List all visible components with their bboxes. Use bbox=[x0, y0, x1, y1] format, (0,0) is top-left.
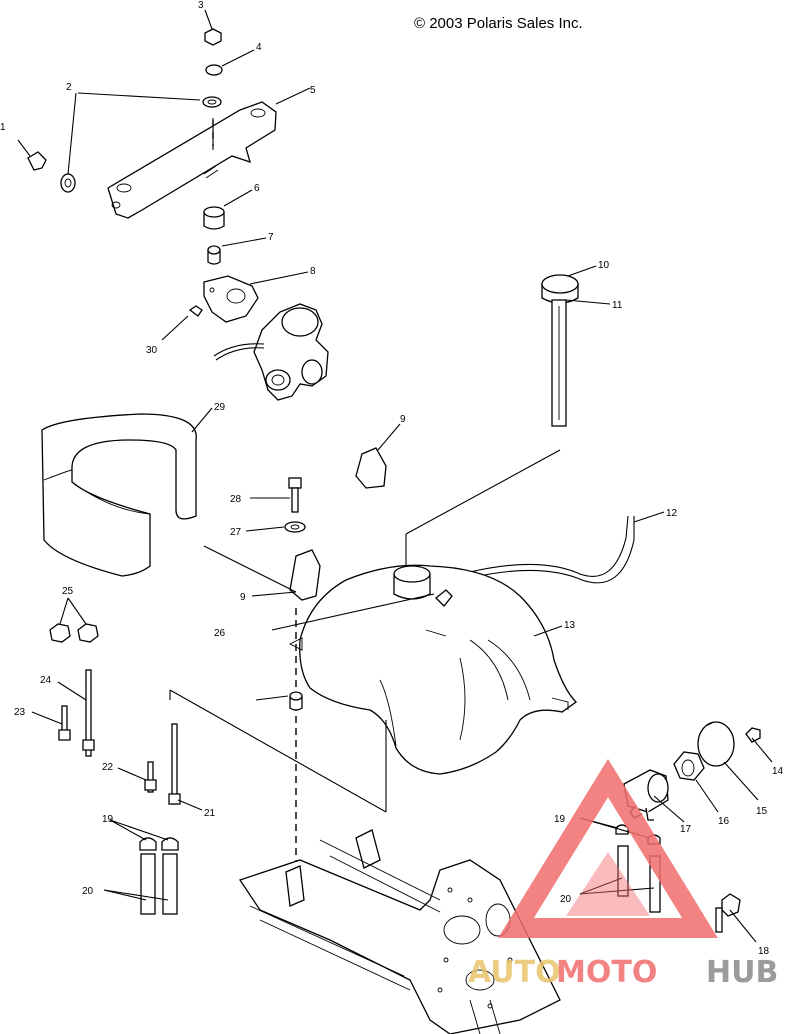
callout-5: 5 bbox=[310, 85, 316, 96]
part-5-bracket bbox=[107, 87, 311, 219]
callout-19-right: 19 bbox=[554, 814, 566, 825]
callout-21: 21 bbox=[204, 808, 216, 819]
copyright-text: © 2003 Polaris Sales Inc. bbox=[414, 15, 583, 32]
callout-13: 13 bbox=[564, 620, 576, 631]
grommet bbox=[255, 691, 303, 711]
watermark-hub-text: HUB bbox=[706, 955, 778, 990]
part-17-fuel-pump bbox=[623, 769, 685, 823]
callout-28: 28 bbox=[230, 494, 242, 505]
frame bbox=[238, 829, 561, 1034]
callout-26: 26 bbox=[214, 628, 226, 639]
callout-12: 12 bbox=[666, 508, 678, 519]
part-28-bolt bbox=[250, 477, 302, 513]
part-29-foam-seal bbox=[41, 407, 213, 577]
part-13-fuel-tank bbox=[271, 564, 578, 775]
part-9-bracket-lower bbox=[251, 549, 321, 601]
watermark-triangle-inner bbox=[566, 852, 650, 916]
part-4-lockwasher bbox=[205, 49, 255, 76]
callout-29: 29 bbox=[214, 402, 226, 413]
part-14-screw bbox=[745, 727, 773, 763]
callout-10: 10 bbox=[598, 260, 610, 271]
callout-8: 8 bbox=[310, 266, 316, 277]
callout-20-right: 20 bbox=[560, 894, 572, 905]
part-19-caps-left bbox=[109, 819, 179, 851]
callout-27: 27 bbox=[230, 527, 242, 538]
part-22-stud bbox=[117, 761, 157, 793]
callout-labels: 1 2 3 4 5 6 7 8 9 10 11 12 13 14 15 16 1… bbox=[0, 0, 784, 957]
callout-15: 15 bbox=[756, 806, 768, 817]
part-6-mount bbox=[203, 189, 253, 230]
callout-19-left: 19 bbox=[102, 814, 114, 825]
callout-1: 1 bbox=[0, 122, 6, 133]
part-23-stud bbox=[31, 705, 71, 741]
callout-24: 24 bbox=[40, 675, 52, 686]
part-24-long-stud bbox=[57, 669, 95, 757]
part-1-bolt bbox=[17, 139, 47, 171]
callout-17: 17 bbox=[680, 824, 692, 835]
callout-4: 4 bbox=[256, 42, 262, 53]
part-3-nut bbox=[204, 9, 222, 46]
part-18-clamp bbox=[715, 893, 757, 943]
callout-9-lower: 9 bbox=[240, 592, 246, 603]
callout-22: 22 bbox=[102, 762, 114, 773]
callout-20-left: 20 bbox=[82, 886, 94, 897]
callout-25: 25 bbox=[62, 586, 74, 597]
automotohub-watermark: AUTO MOTO HUB bbox=[468, 758, 778, 990]
part-21-long-stud bbox=[168, 723, 203, 811]
callout-18: 18 bbox=[758, 946, 770, 957]
part-11-fuel-gauge-tube bbox=[405, 299, 611, 566]
part-20-tubes-left bbox=[103, 853, 178, 915]
construction-line-a bbox=[169, 689, 387, 813]
part-7-spacer bbox=[207, 237, 267, 265]
callout-3: 3 bbox=[198, 0, 204, 11]
part-25-nuts bbox=[49, 597, 99, 643]
part-30-screw bbox=[161, 305, 203, 341]
part-20-tubes-right bbox=[579, 845, 661, 913]
part-10-fuel-cap bbox=[541, 265, 597, 304]
part-9-clip-upper bbox=[355, 423, 401, 489]
part-12-fuel-line bbox=[469, 511, 665, 584]
callout-7: 7 bbox=[268, 232, 274, 243]
watermark-moto-text: MOTO bbox=[556, 955, 657, 990]
callout-23: 23 bbox=[14, 707, 26, 718]
callout-6: 6 bbox=[254, 183, 260, 194]
part-16-gasket bbox=[673, 751, 719, 813]
watermark-triangle-outer bbox=[498, 758, 718, 938]
watermark-auto-text: AUTO bbox=[468, 955, 561, 990]
part-8-plate bbox=[203, 271, 309, 323]
construction-line-d bbox=[203, 545, 297, 593]
callout-11: 11 bbox=[612, 300, 623, 311]
callout-9: 9 bbox=[400, 414, 406, 425]
callout-2: 2 bbox=[66, 82, 72, 93]
callout-16: 16 bbox=[718, 816, 730, 827]
callout-14: 14 bbox=[772, 766, 784, 777]
part-15-cover bbox=[697, 721, 759, 801]
callout-30: 30 bbox=[146, 345, 158, 356]
carburetor bbox=[213, 303, 329, 401]
part-27-washer bbox=[245, 521, 306, 533]
part-2-washer bbox=[60, 92, 222, 193]
